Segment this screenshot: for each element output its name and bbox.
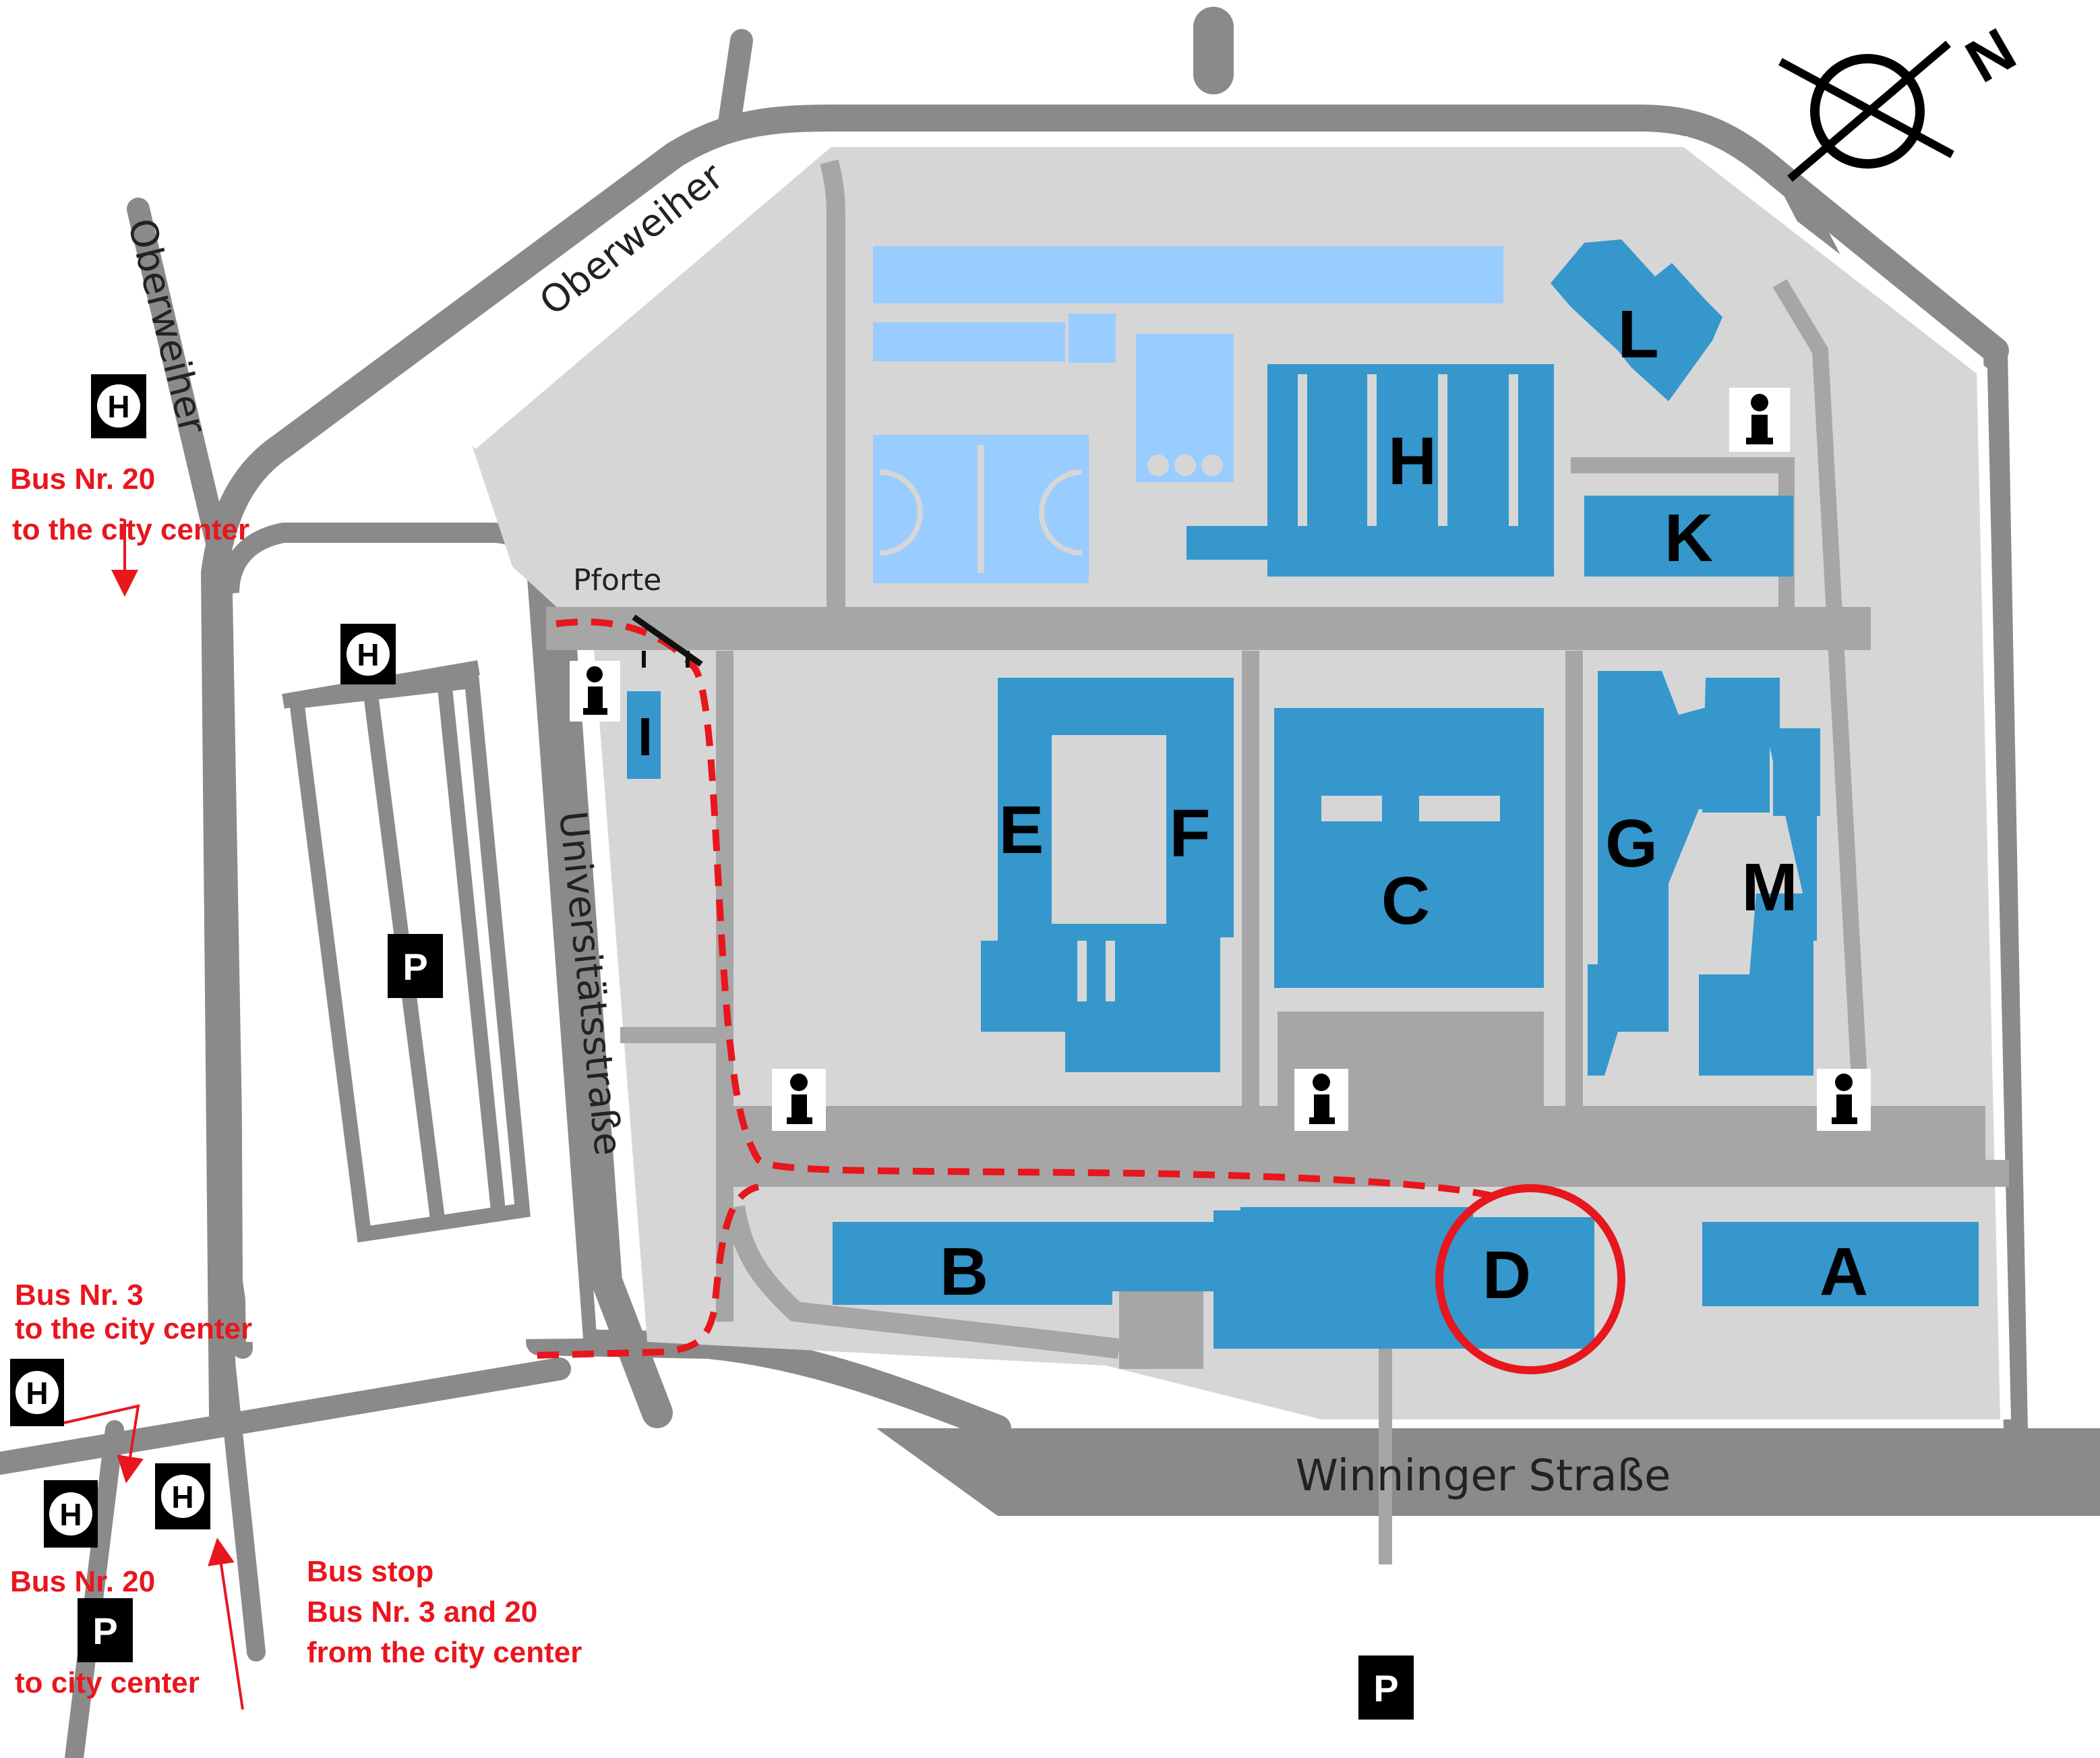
label-k: K [1664, 500, 1713, 576]
gate: Pforte [573, 563, 703, 668]
label-e: E [999, 792, 1044, 868]
info-icon[interactable] [772, 1069, 826, 1131]
svg-text:H: H [357, 637, 379, 672]
building-i[interactable] [627, 691, 661, 779]
note-bus3-line1: Bus Nr. 3 [15, 1279, 144, 1312]
building-k[interactable] [1584, 496, 1793, 577]
winninger-road [876, 1428, 2100, 1516]
east-road [1983, 339, 2028, 1442]
parking-icon[interactable]: P [78, 1598, 133, 1662]
info-icon[interactable] [1294, 1069, 1348, 1131]
svg-text:P: P [92, 1610, 117, 1652]
compass-icon: N [1778, 16, 2027, 182]
inner-paths [546, 159, 2009, 1564]
oberweiher-west-road [127, 198, 237, 591]
note-bus20-top-line1: Bus Nr. 20 [10, 463, 155, 496]
info-icons [570, 388, 1871, 1131]
compass-north-label: N [1955, 16, 2027, 96]
label-m: M [1741, 850, 1797, 925]
bus-notes: Bus Nr. 20 to the city center Bus Nr. 3 … [10, 463, 582, 1710]
buildings [627, 239, 1979, 1349]
note-stop-line3: from the city center [307, 1636, 582, 1669]
building-bd[interactable] [833, 1207, 1594, 1349]
label-b: B [940, 1234, 988, 1310]
bus-stop-icon[interactable]: H [155, 1463, 210, 1529]
label-a: A [1820, 1234, 1868, 1310]
highlight-circle-d [1435, 1184, 1625, 1374]
label-i: I [638, 707, 653, 767]
label-c: C [1381, 863, 1430, 939]
gate-label: Pforte [573, 563, 661, 597]
svg-text:H: H [59, 1497, 82, 1532]
oberweiher-road [201, 105, 2009, 1430]
svg-text:H: H [26, 1376, 48, 1411]
sports-area [873, 246, 1503, 583]
building-labels: L H K I E F C G M B D A [638, 297, 1868, 1313]
label-f: F [1169, 796, 1210, 871]
label-g: G [1605, 806, 1658, 881]
street-winninger: Winninger Straße [1296, 1451, 1671, 1501]
svg-text:P: P [402, 945, 427, 988]
svg-text:H: H [171, 1479, 193, 1515]
svg-text:P: P [1373, 1667, 1398, 1709]
parking-icon[interactable]: P [1358, 1656, 1414, 1720]
bus-stop-icon[interactable]: H [10, 1359, 64, 1426]
note-stop-line2: Bus Nr. 3 and 20 [307, 1595, 537, 1629]
parking-icons: P P P [78, 934, 1414, 1720]
building-a[interactable] [1702, 1222, 1979, 1306]
building-c[interactable] [1274, 708, 1544, 988]
label-h: H [1388, 423, 1437, 499]
note-bus20-top-line2: to the city center [12, 513, 249, 546]
parking-icon[interactable]: P [388, 934, 443, 998]
bus-stop-icon[interactable]: H [91, 374, 146, 438]
note-bus3-line2: to the city center [15, 1312, 252, 1345]
info-icon[interactable] [1729, 388, 1790, 452]
bus-stop-icons: H H H H H [10, 374, 396, 1548]
note-bus20-line2: to city center [15, 1666, 200, 1699]
south-ring-road [526, 1328, 1011, 1442]
building-l[interactable] [1551, 239, 1722, 401]
building-h[interactable] [1187, 364, 1554, 577]
note-bus20-line1: Bus Nr. 20 [10, 1565, 155, 1598]
sports-field-long [873, 246, 1503, 303]
info-icon[interactable] [1817, 1069, 1871, 1131]
svg-text:H: H [107, 389, 129, 424]
label-l: L [1617, 297, 1658, 372]
bus-stop-icon[interactable]: H [44, 1480, 98, 1548]
label-d: D [1482, 1237, 1531, 1313]
walking-route [532, 618, 1498, 1359]
bus-stop-icon[interactable]: H [340, 624, 396, 684]
info-icon[interactable] [570, 661, 620, 722]
note-stop-line1: Bus stop [307, 1555, 433, 1588]
